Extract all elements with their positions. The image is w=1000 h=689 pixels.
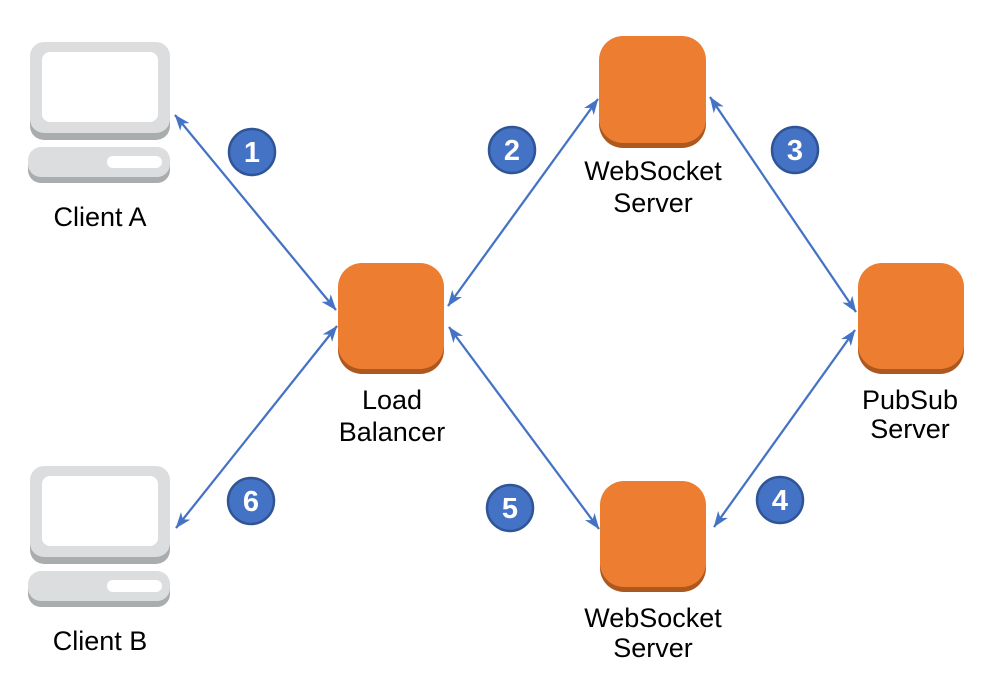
client-b-label: Client B [53,626,148,656]
server-box-icon [600,481,706,587]
websocket-server-bottom-label-line1: WebSocket [584,603,722,633]
step-badge-3: 3 [770,125,820,175]
badge-number: 4 [772,485,788,517]
arrow-1-client-a-load-balancer [174,114,337,311]
server-box-icon [338,263,444,369]
websocket-server-bottom-node: WebSocket Server [584,481,722,663]
pubsub-server-label-line1: PubSub [862,385,958,415]
laptop-base [28,571,170,601]
laptop-base [28,147,170,177]
badge-circle [755,475,805,525]
badge-circle [226,476,276,526]
arrow-5-websocket-bottom-load-balancer [448,326,600,530]
load-balancer-node: Load Balancer [338,263,445,447]
step-badge-6: 6 [226,476,276,526]
badge-circle [770,125,820,175]
badge-number: 2 [504,135,520,167]
arrow-3-websocket-top-pubsub [709,96,857,313]
client-a-label: Client A [53,202,146,232]
laptop-screen [42,52,158,122]
client-a-node: Client A [28,42,170,232]
load-balancer-label-line1: Load [362,385,422,415]
websocket-server-top-node: WebSocket Server [584,36,722,218]
badge-circle [227,127,277,177]
badge-number: 6 [243,486,259,518]
pubsub-server-label-line2: Server [870,414,950,444]
step-badge-5: 5 [485,483,535,533]
server-box-icon [599,36,706,143]
laptop-screen [42,476,158,546]
pubsub-server-node: PubSub Server [858,263,964,444]
websocket-server-top-label-line2: Server [613,188,693,218]
client-b-node: Client B [28,466,170,656]
arrow-2-load-balancer-websocket-top [447,98,599,307]
step-badge-4: 4 [755,475,805,525]
badge-circle [487,125,537,175]
badge-number: 5 [502,493,518,525]
client-b-laptop-icon [28,466,170,607]
client-a-laptop-icon [28,42,170,183]
badge-number: 1 [244,137,260,169]
step-badge-1: 1 [227,127,277,177]
arrow-4-pubsub-websocket-bottom [713,329,856,528]
load-balancer-label-line2: Balancer [339,417,446,447]
websocket-server-top-label-line1: WebSocket [584,156,722,186]
laptop-base-slot [107,156,162,168]
badge-circle [485,483,535,533]
laptop-base-slot [107,580,162,592]
websocket-server-bottom-label-line2: Server [613,633,693,663]
step-badge-2: 2 [487,125,537,175]
arrow-6-load-balancer-client-b [175,325,338,529]
badge-number: 3 [787,135,803,167]
server-box-icon [858,263,964,369]
